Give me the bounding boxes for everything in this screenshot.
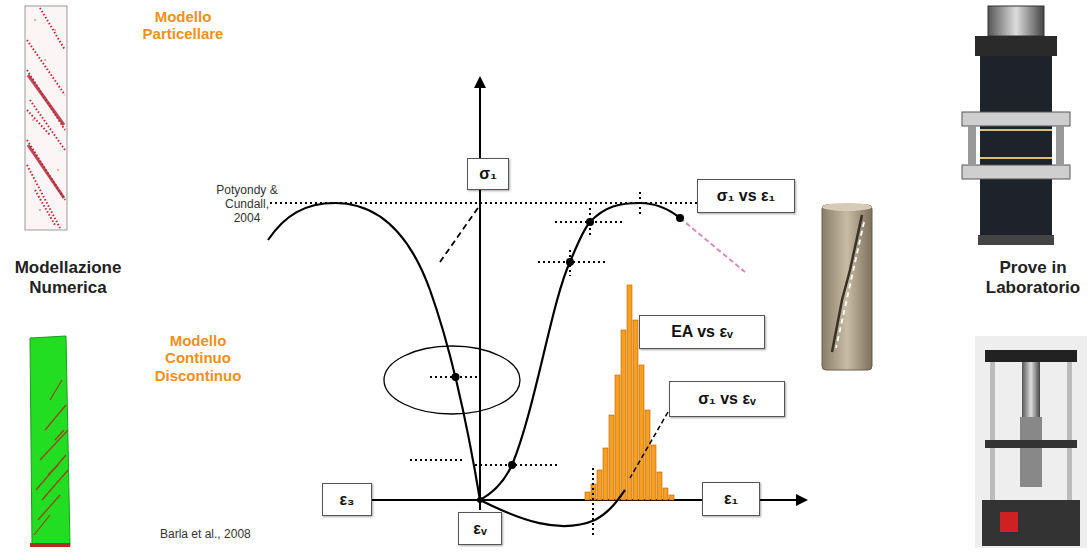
tangent-line bbox=[440, 205, 480, 262]
load-frame bbox=[975, 336, 1087, 548]
highlight-ellipse bbox=[384, 346, 520, 414]
axis-label-box: σ₁ bbox=[467, 158, 509, 190]
post-peak-dashed bbox=[680, 218, 745, 272]
citation: Potyondy & Cundall, 2004 bbox=[210, 184, 284, 225]
citation: Barla et al., 2008 bbox=[160, 528, 280, 542]
rock-sample bbox=[822, 203, 872, 370]
particle-model bbox=[25, 6, 67, 230]
axes bbox=[372, 78, 806, 510]
box-text: εᵥ bbox=[473, 520, 486, 538]
box-text: σ₁ bbox=[479, 165, 497, 183]
box-text: σ₁ vs εᵥ bbox=[698, 390, 756, 408]
box-text: σ₁ vs ε₁ bbox=[717, 187, 775, 205]
section-title: Modellazione Numerica bbox=[2, 258, 134, 297]
curve-label-box: σ₁ vs ε₁ bbox=[697, 179, 795, 213]
triaxial-cell bbox=[962, 6, 1070, 245]
axis-label-box: εᵥ bbox=[458, 512, 502, 545]
model-title: Modello Particellare bbox=[133, 8, 233, 43]
leader-line bbox=[630, 412, 668, 478]
continuum-model bbox=[30, 336, 70, 547]
threshold-dots bbox=[452, 214, 685, 503]
threshold-markers bbox=[410, 192, 640, 535]
curve-label-box: EA vs εᵥ bbox=[639, 315, 765, 349]
model-title: Modello Continuo Discontinuo bbox=[148, 332, 248, 384]
box-text: ε₃ bbox=[340, 491, 355, 509]
axis-label-box: ε₁ bbox=[702, 482, 760, 516]
curve-label-box: σ₁ vs εᵥ bbox=[669, 381, 785, 417]
axis-label-box: ε₃ bbox=[322, 483, 372, 516]
box-text: EA vs εᵥ bbox=[671, 323, 733, 341]
stress-strain-curves bbox=[268, 203, 680, 526]
box-text: ε₁ bbox=[724, 490, 738, 508]
section-title: Prove in Laboratorio bbox=[978, 258, 1088, 297]
